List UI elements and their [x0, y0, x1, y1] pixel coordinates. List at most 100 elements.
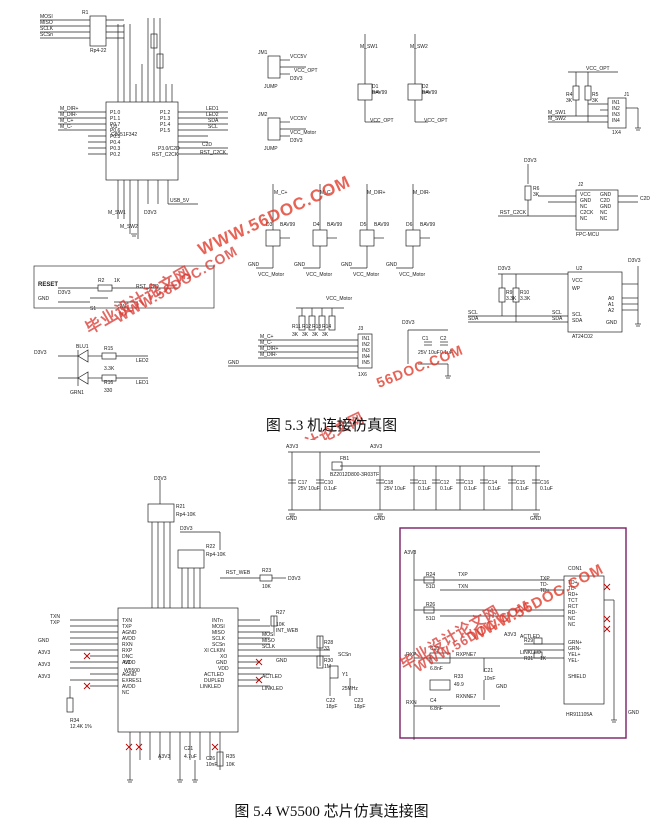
svg-text:C23: C23 [354, 698, 363, 704]
svg-text:25V 10uF: 25V 10uF [384, 486, 406, 492]
svg-text:A3V3: A3V3 [38, 662, 50, 668]
svg-text:M_C+: M_C+ [274, 190, 288, 196]
svg-text:SCL: SCL [208, 124, 218, 130]
svg-text:BAV99: BAV99 [280, 222, 295, 228]
svg-text:C2: C2 [440, 336, 447, 342]
svg-text:JUMP: JUMP [264, 84, 278, 90]
svg-text:TD+: TD+ [568, 580, 578, 586]
svg-text:AVDD: AVDD [122, 684, 136, 690]
svg-text:1X4: 1X4 [612, 130, 621, 136]
svg-text:GND: GND [600, 192, 612, 198]
svg-text:AGND: AGND [122, 672, 137, 678]
svg-text:P0.7: P0.7 [110, 122, 121, 128]
svg-text:MISO: MISO [212, 630, 225, 636]
svg-text:3.3K: 3.3K [520, 296, 531, 302]
svg-text:M_DIR-: M_DIR- [413, 190, 431, 196]
svg-text:D3V3: D3V3 [58, 290, 71, 296]
svg-text:1X6: 1X6 [358, 372, 367, 378]
svg-text:P3.0/C2D: P3.0/C2D [158, 146, 180, 152]
svg-text:SDA: SDA [208, 118, 219, 124]
svg-text:P0.3: P0.3 [110, 146, 121, 152]
svg-text:J2: J2 [578, 182, 584, 188]
svg-text:JM1: JM1 [258, 50, 268, 56]
svg-text:GND: GND [286, 516, 298, 522]
svg-text:SDA: SDA [572, 318, 583, 324]
svg-text:SDA: SDA [468, 316, 479, 322]
svg-text:R15: R15 [104, 346, 113, 352]
svg-text:P1.4: P1.4 [160, 122, 171, 128]
svg-text:VCC5V: VCC5V [290, 116, 307, 122]
svg-text:FB1: FB1 [340, 456, 349, 462]
svg-text:M_C+: M_C+ [60, 118, 74, 124]
svg-text:R2: R2 [98, 278, 105, 284]
svg-text:SCSn: SCSn [212, 642, 225, 648]
svg-text:BAV99: BAV99 [327, 222, 342, 228]
svg-text:10nF: 10nF [484, 676, 495, 682]
svg-text:D1: D1 [372, 84, 379, 90]
svg-text:M_C+: M_C+ [260, 334, 274, 340]
svg-text:M_SW1: M_SW1 [548, 110, 566, 116]
svg-text:3.3K: 3.3K [506, 296, 517, 302]
svg-text:S1: S1 [90, 306, 96, 312]
svg-text:R9: R9 [506, 290, 513, 296]
svg-text:Rp4-10K: Rp4-10K [206, 552, 226, 558]
svg-text:INTn: INTn [212, 618, 223, 624]
svg-text:NC: NC [580, 216, 588, 222]
svg-text:GND: GND [38, 296, 50, 302]
svg-text:C2D: C2D [202, 142, 212, 148]
svg-text:D6: D6 [406, 222, 413, 228]
svg-text:51Ω: 51Ω [426, 584, 436, 590]
svg-text:RST_C2D: RST_C2D [136, 284, 159, 290]
svg-text:R22: R22 [206, 544, 215, 550]
svg-text:M_C-: M_C- [320, 190, 333, 196]
svg-text:0.1uF: 0.1uF [418, 486, 431, 492]
svg-text:VCC_OPT: VCC_OPT [424, 118, 448, 124]
svg-text:RXP: RXP [122, 648, 133, 654]
svg-text:VCC5V: VCC5V [290, 54, 307, 60]
svg-text:BAV99: BAV99 [420, 222, 435, 228]
svg-text:LED2: LED2 [136, 358, 149, 364]
svg-text:C20: C20 [430, 646, 439, 652]
svg-text:P0.4: P0.4 [110, 140, 121, 146]
svg-text:VCC_OPT: VCC_OPT [294, 68, 318, 74]
svg-text:51Ω: 51Ω [426, 616, 436, 622]
svg-text:R34: R34 [70, 718, 79, 724]
svg-text:RCT: RCT [568, 604, 578, 610]
svg-text:R31: R31 [524, 656, 533, 662]
svg-text:MOSI: MOSI [40, 14, 53, 20]
svg-text:Rp4-22: Rp4-22 [90, 48, 107, 54]
svg-text:J1: J1 [624, 92, 630, 98]
svg-text:10K: 10K [262, 584, 272, 590]
svg-text:MOSI: MOSI [212, 624, 225, 630]
svg-text:M_SW1: M_SW1 [108, 210, 126, 216]
svg-text:IN4: IN4 [612, 118, 620, 124]
svg-text:C14: C14 [488, 480, 497, 486]
svg-text:R12: R12 [302, 324, 311, 330]
svg-text:GND: GND [294, 262, 306, 268]
svg-text:IN2: IN2 [612, 106, 620, 112]
svg-text:RST_C2CK: RST_C2CK [200, 150, 227, 156]
svg-text:U2: U2 [576, 266, 583, 272]
svg-text:IN2: IN2 [362, 342, 370, 348]
svg-text:C2D: C2D [640, 196, 650, 202]
svg-text:NC: NC [600, 210, 608, 216]
svg-text:DNC: DNC [122, 654, 133, 660]
svg-text:AVDD: AVDD [122, 660, 136, 666]
svg-text:R30: R30 [324, 658, 333, 664]
svg-text:RXN: RXN [406, 700, 417, 706]
svg-text:0.1uF: 0.1uF [324, 486, 337, 492]
svg-text:6.8nF: 6.8nF [430, 666, 443, 672]
svg-text:R26: R26 [426, 602, 435, 608]
svg-text:D3V3: D3V3 [498, 266, 511, 272]
svg-text:0.1uF: 0.1uF [488, 486, 501, 492]
svg-text:JM2: JM2 [258, 112, 268, 118]
svg-text:TXP: TXP [540, 576, 550, 582]
svg-text:RXPNE7: RXPNE7 [456, 652, 476, 658]
svg-text:P0.6: P0.6 [110, 128, 121, 134]
svg-text:LED1: LED1 [136, 380, 149, 386]
svg-text:TD-: TD- [568, 586, 577, 592]
svg-text:GND: GND [496, 684, 508, 690]
svg-text:VCC: VCC [572, 278, 583, 284]
svg-text:D3V3: D3V3 [402, 320, 415, 326]
